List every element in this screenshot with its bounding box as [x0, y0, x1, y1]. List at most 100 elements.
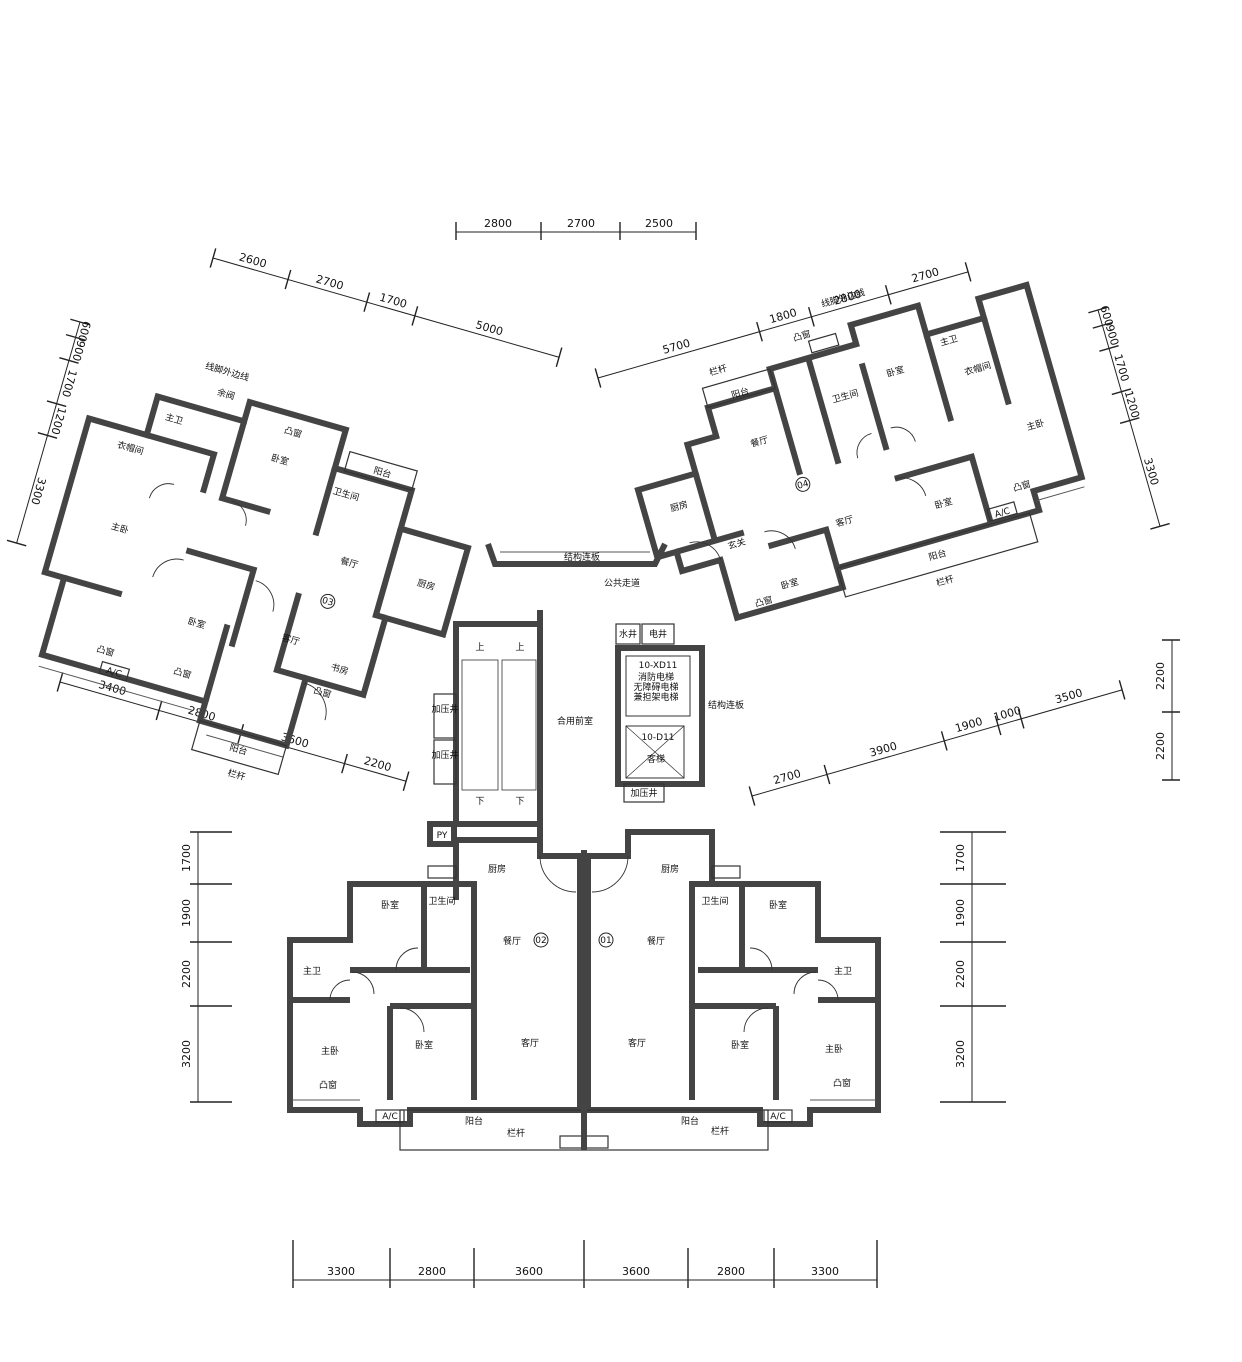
dim-label: 3400 — [97, 678, 127, 698]
struct-slab-label: 结构连板 — [564, 551, 600, 563]
elec-shaft-label: 电井 — [649, 628, 667, 640]
door-arc — [591, 855, 629, 893]
fire-elevator-label: 消防电梯 — [638, 671, 674, 683]
note-label: 线脚外边线 — [820, 286, 867, 310]
room-label: 卧室 — [933, 495, 954, 512]
door-arc — [231, 500, 247, 526]
interior-walls — [63, 420, 404, 703]
unit-tag-label: 04 — [796, 479, 810, 492]
balcony-top — [701, 368, 777, 409]
room-label: 卫生间 — [831, 387, 860, 406]
room-label: 主卫 — [164, 411, 185, 428]
ac-box — [98, 660, 131, 682]
balcony-bottom — [190, 720, 288, 776]
ac-box — [427, 865, 457, 879]
door-arc — [539, 855, 577, 893]
room-label: 客厅 — [521, 1037, 539, 1049]
room-label: 餐厅 — [339, 555, 360, 572]
pressure-shaft-label: 加压井 — [630, 787, 657, 799]
room-label: 卫生间 — [701, 895, 728, 907]
pipe-shaft — [427, 821, 457, 847]
room-label: 主卧 — [110, 520, 131, 537]
room-label: 厨房 — [669, 498, 690, 515]
unit-03: 主卫 卧室 卫生间 阳台 餐厅 厨房 衣帽间 主卧 卧室 客厅 书房 阳台 线脚… — [38, 360, 472, 784]
dim-label: 3600 — [622, 1265, 650, 1278]
lobby-label: 合用前室 — [557, 715, 593, 727]
room-label: 客厅 — [834, 513, 855, 530]
dim-label: 3600 — [515, 1265, 543, 1278]
room-label: 卧室 — [885, 363, 906, 380]
pipe-label: PY — [437, 831, 448, 841]
unit-tag — [598, 932, 614, 948]
stair-treads — [461, 659, 537, 791]
room-label: 衣帽间 — [116, 439, 145, 458]
door-arc — [304, 682, 327, 721]
unit-tag-label: 01 — [600, 936, 611, 946]
fire-elevator-car — [625, 655, 691, 717]
ac-box — [559, 1135, 585, 1149]
dim-label: 600 — [75, 320, 93, 344]
dim-label: 3200 — [954, 1040, 967, 1068]
pressure-shaft — [433, 693, 457, 739]
dim-label: 3500 — [1054, 686, 1084, 706]
room-label: 客厅 — [628, 1037, 646, 1049]
dim-label: 1900 — [954, 715, 984, 735]
door-arc — [152, 558, 184, 578]
room-label: 厨房 — [416, 577, 437, 594]
stair-up-label: 上 — [475, 642, 484, 653]
stair-up-label: 上 — [515, 642, 524, 653]
dim-label: 1900 — [954, 899, 967, 927]
interior-walls — [290, 881, 477, 1100]
unit-tag — [533, 932, 549, 948]
dim-label: 2200 — [1154, 662, 1167, 690]
note-label: A/C — [382, 1112, 397, 1122]
note-label: 余阀 — [216, 386, 237, 403]
dim-label: 2500 — [645, 217, 673, 230]
dim-label: 1700 — [954, 844, 967, 872]
room-label: 主卧 — [825, 1043, 843, 1055]
dim-label: 2800 — [484, 217, 512, 230]
bay-window — [38, 665, 193, 711]
interior-walls — [675, 317, 1012, 569]
unit-outline — [287, 837, 583, 1127]
room-label: 衣帽间 — [963, 359, 992, 378]
unit-tag — [320, 593, 336, 609]
note-label: 线脚外边线 — [204, 360, 251, 384]
dim-label: 2700 — [567, 217, 595, 230]
fire-elevator-label: 兼担架电梯 — [633, 691, 678, 703]
dim-label: 600 — [1097, 304, 1115, 328]
dim-label: 1800 — [768, 306, 798, 326]
dim-label: 3200 — [180, 1040, 193, 1068]
note-label: A/C — [105, 666, 123, 680]
door-arc — [255, 580, 275, 612]
car-elevator-label: 客梯 — [647, 753, 665, 765]
note-label: 凸窗 — [1011, 478, 1032, 495]
ac-box — [807, 332, 840, 354]
door-arc — [395, 947, 419, 971]
dim-label: 2200 — [180, 960, 193, 988]
note-label: 凸窗 — [319, 1079, 337, 1091]
bay-window — [1036, 486, 1085, 502]
note-label: 凸窗 — [833, 1077, 851, 1089]
unit-outline — [634, 281, 1086, 622]
ac-box — [375, 1109, 405, 1123]
room-label: 卧室 — [779, 576, 800, 593]
water-shaft — [615, 623, 641, 645]
room-label: 书房 — [329, 661, 350, 678]
room-label: 主卫 — [303, 965, 321, 977]
room-label: 阳台 — [228, 741, 249, 758]
room-label: 餐厅 — [749, 433, 770, 450]
note-label: A/C — [770, 1112, 785, 1122]
elevator-cross — [625, 725, 685, 779]
pressure-shaft-label: 加压井 — [431, 703, 458, 715]
room-label: 卧室 — [270, 451, 291, 468]
dim-label: 2200 — [1154, 732, 1167, 760]
note-label: 栏杆 — [226, 767, 247, 784]
note-label: 凸窗 — [95, 643, 116, 660]
car-elevator — [625, 725, 685, 779]
stair-down-label: 下 — [475, 797, 484, 807]
ac-box — [583, 1135, 609, 1149]
dim-mid-right: 2700 3900 1900 1000 3500 — [748, 680, 1126, 806]
dim-label: 3300 — [327, 1265, 355, 1278]
